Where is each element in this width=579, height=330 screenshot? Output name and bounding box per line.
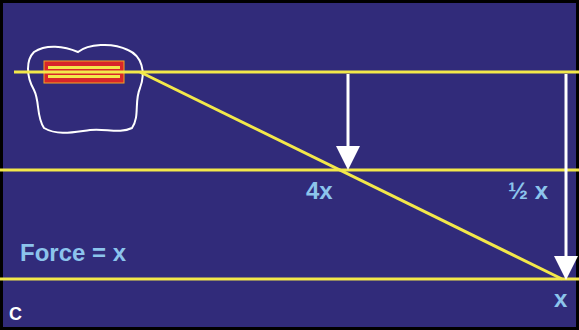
ratio-label: 4x <box>304 178 335 204</box>
tooth-outline <box>28 45 143 133</box>
level-line <box>0 278 579 281</box>
panel-letter: C <box>7 305 24 325</box>
diagonal-line <box>140 72 562 279</box>
ratio-label: ½ x <box>506 178 550 204</box>
lever-line <box>14 71 579 74</box>
ratio-label: x <box>552 286 569 312</box>
arrow-head <box>554 256 578 280</box>
force-arrow <box>347 74 350 148</box>
force-label: Force = x <box>18 240 128 266</box>
implant-stripe <box>48 66 120 69</box>
force-arrow <box>565 74 568 258</box>
implant-stripe <box>48 75 120 78</box>
arrow-head <box>336 146 360 170</box>
level-line <box>0 169 579 172</box>
